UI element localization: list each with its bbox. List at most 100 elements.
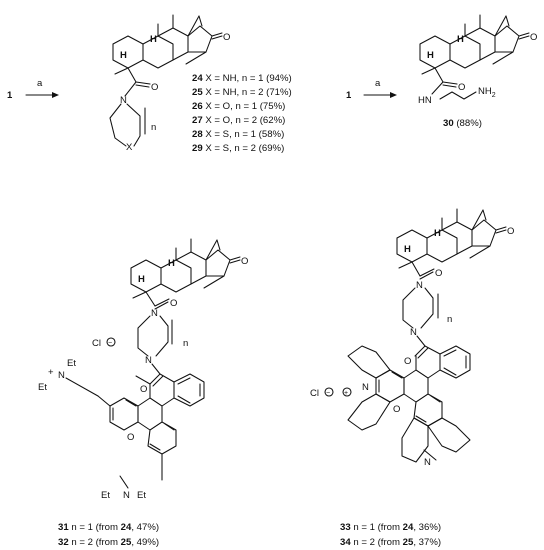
amine-Et2: Et [137,490,146,501]
svg-text:27 X = O, n = 2 (62%): 27 X = O, n = 2 (62%) [192,115,285,126]
atom-O-amide-f: O [404,356,411,367]
compound-34-yield: , 37%) [413,537,441,548]
atom-H-g: H [404,244,411,255]
compound-32-number: 32 [58,537,69,548]
compound-29-number: 29 [192,143,203,154]
atom-NH2: NH2 [478,86,496,99]
compound-31-desc: n = 1 (from [69,522,121,533]
compound-31-number: 31 [58,522,69,533]
atom-H-c: H [427,50,434,61]
svg-text:26 X = O, n = 1 (75%): 26 X = O, n = 1 (75%) [192,101,285,112]
atom-N-lower-a: N [145,355,152,366]
atom-H-b: H [150,34,157,45]
chloride-counterion-b: Cl − + [310,387,352,399]
svg-text:34 n = 2 (from 25, 37%): 34 n = 2 (from 25, 37%) [340,537,441,548]
reaction-arrow-1 [25,92,59,98]
compound-29-desc: X = S, n = 2 (69%) [203,143,285,154]
atom-H-e: H [138,274,145,285]
atom-O-ketone-c: O [241,256,248,267]
atom-H-f: H [168,258,175,269]
atom-O-ketone-a: O [223,32,230,43]
svg-text:32 n = 2 (from 25, 49%): 32 n = 2 (from 25, 49%) [58,537,159,548]
atom-O-amide-e: O [435,268,442,279]
atom-H-d: H [457,34,464,45]
atom-HN: HN [418,95,432,106]
diterpenoid-core-top-right [419,14,530,100]
atom-N-julolidine-b: N [424,457,431,468]
compound-34-number: 34 [340,537,351,548]
svg-text:33 n = 1 (from 24, 36%): 33 n = 1 (from 24, 36%) [340,522,441,533]
compound-32-ref: 25 [121,537,132,548]
atom-O-xanthene-a: O [127,432,134,443]
atom-O-ketone-d: O [507,226,514,237]
diamine-ring-bottom-left [137,315,175,387]
compound-31-ref: 24 [121,522,132,533]
atom-N-julolidine-a: N [362,382,369,393]
compound-27-desc: X = O, n = 2 (62%) [203,115,286,126]
svg-text:28 X = S, n = 1 (58%): 28 X = S, n = 1 (58%) [192,129,284,140]
amine-N: N [123,490,130,501]
compound-31-yield: , 47%) [131,522,159,533]
atom-O-xanthene-b: O [393,404,400,415]
compound-27-number: 27 [192,115,203,126]
ring-size-n-c: n [447,314,452,325]
atom-N-upper-a: N [151,308,158,319]
chloride-charge-a: − [108,340,112,347]
compound-30-yield: (88%) [454,118,482,129]
iminium-Et1: Et [67,358,76,369]
ring-size-n-a: n [151,122,156,133]
iminium-plus-b: + [344,390,348,397]
amide-ring-top-left [109,81,151,147]
iminium-Et2: Et [38,382,47,393]
compound-26-number: 26 [192,101,203,112]
atom-NH2-subscript: 2 [492,92,496,99]
atom-H-h: H [434,228,441,239]
compound-33-number: 33 [340,522,351,533]
diethylamino-group: Et N Et [101,475,146,501]
svg-text:29 X = S, n = 2 (69%): 29 X = S, n = 2 (69%) [192,143,284,154]
rhodamine-101-core [347,345,471,463]
svg-text:31 n = 1 (from 24, 47%): 31 n = 1 (from 24, 47%) [58,522,159,533]
atom-O-amide-a: O [151,82,158,93]
amine-Et1: Et [101,490,110,501]
compound-24-number: 24 [192,73,203,84]
compound-list-24-29: 24 X = NH, n = 1 (94%) 25 X = NH, n = 2 … [192,73,292,154]
compound-33-yield: , 36%) [413,522,441,533]
diterpenoid-core-bottom-right [396,208,507,280]
chloride-charge-b: − [326,390,330,397]
compound-34-desc: n = 2 (from [351,537,403,548]
ring-size-n-b: n [183,338,188,349]
atom-N-amide-a: N [120,95,127,106]
compound-24-desc: X = NH, n = 1 (94%) [203,73,292,84]
compound-26-desc: X = O, n = 1 (75%) [203,101,286,112]
atom-X: X [126,142,133,153]
svg-text:24 X = NH, n = 1 (94%): 24 X = NH, n = 1 (94%) [192,73,292,84]
diterpenoid-core-bottom-left [130,238,241,310]
chloride-label-b: Cl [310,388,319,399]
rhodamine-b-core [97,373,205,481]
starting-material-label: 1 [7,90,13,101]
chloride-label-a: Cl [92,338,101,349]
atom-O-ketone-b: O [530,32,537,43]
compound-28-number: 28 [192,129,203,140]
atom-N-lower-b: N [410,327,417,338]
reagent-label-1: a [37,78,43,89]
atom-O-amide-b: O [458,82,465,93]
compound-32-desc: n = 2 (from [69,537,121,548]
diamine-ring-bottom-right [402,287,441,359]
compound-25-desc: X = NH, n = 2 (71%) [203,87,292,98]
atom-H-a: H [120,50,127,61]
compound-32-yield: , 49%) [131,537,159,548]
iminium-N-a: N [58,370,65,381]
starting-material-label-2: 1 [346,90,352,101]
atom-O-amide-d: O [140,384,147,395]
atom-O-amide-c: O [170,298,177,309]
compound-25-number: 25 [192,87,203,98]
compound-33-ref: 24 [403,522,414,533]
iminium-plus-a: + [48,367,54,378]
reaction-arrow-2 [363,92,397,98]
captions-31-32: 31 n = 1 (from 24, 47%) 32 n = 2 (from 2… [58,522,159,548]
compound-28-desc: X = S, n = 1 (58%) [203,129,285,140]
atom-N-upper-b: N [416,280,423,291]
